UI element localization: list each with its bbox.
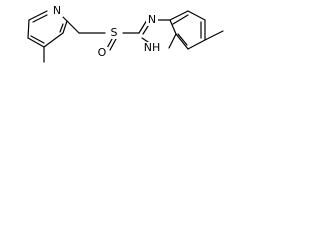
mask-imidazole-nh xyxy=(143,42,162,54)
sulfur-label: S xyxy=(111,26,118,39)
bond-benzene-methyl xyxy=(204,30,224,41)
bond-pyridine-2 xyxy=(62,20,68,34)
bond-layer xyxy=(27,10,224,63)
mask-imidazole-n xyxy=(146,14,158,26)
imidazole-n-label: N xyxy=(148,13,156,26)
chemical-structure-diagram: N S O N NH xyxy=(0,0,267,100)
bond-pyridine-4-double xyxy=(30,35,45,44)
bond-benzene-2 xyxy=(187,10,206,21)
bond-pyridine-2-double xyxy=(59,23,64,33)
mask-oxygen xyxy=(96,47,108,59)
imidazole-nh-label: NH xyxy=(144,41,161,54)
bond-benzene-5-double xyxy=(177,33,188,46)
bond-s-to-o-right xyxy=(109,38,117,51)
bond-pyridine-5 xyxy=(27,19,30,39)
bond-pyridine-3 xyxy=(43,32,64,48)
bond-benzene-1-double xyxy=(172,14,189,25)
bond-imidazole-4 xyxy=(168,33,177,49)
bond-imidazole-1 xyxy=(138,19,148,34)
bond-pyridine-6 xyxy=(28,10,48,21)
bond-benzene-4 xyxy=(187,39,206,50)
bond-pyridine-4 xyxy=(27,37,45,48)
molecule-svg: N S O N NH xyxy=(27,4,224,63)
bond-benzene-5 xyxy=(175,33,189,50)
oxygen-label: O xyxy=(98,46,107,59)
mask-pyridine-n xyxy=(51,5,63,17)
pyridine-n-label: N xyxy=(53,4,61,17)
bond-benzene-1 xyxy=(169,10,189,21)
atom-label-layer: N S O N NH xyxy=(51,4,162,59)
bond-imidazole-3 xyxy=(169,19,177,35)
mask-sulfur xyxy=(108,27,120,39)
bond-pyridine-6-double xyxy=(32,14,48,23)
bond-ring-to-ch2 xyxy=(66,20,80,34)
